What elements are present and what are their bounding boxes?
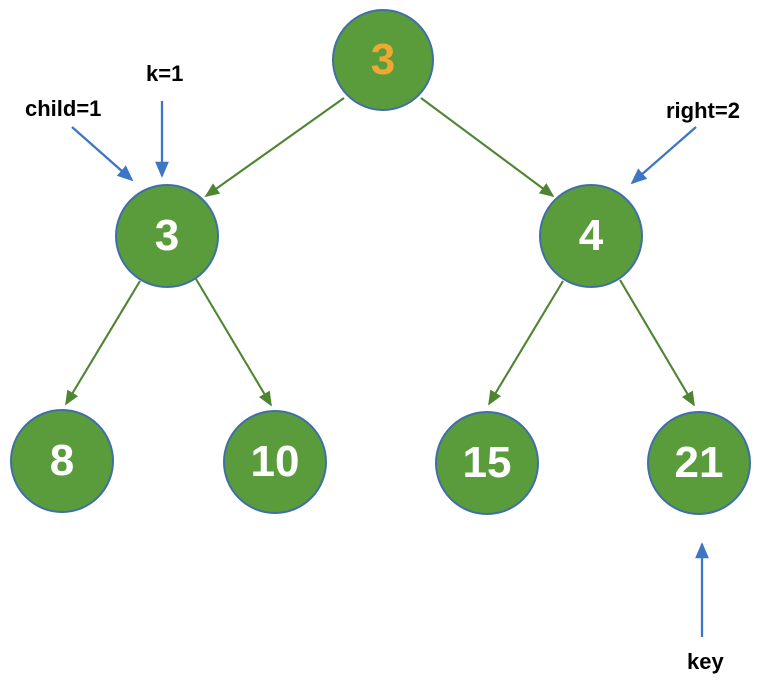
edge-left-child-to-leaf-8 (65, 280, 141, 406)
tree-node-left-child-value: 3 (154, 211, 180, 260)
edge-left-child-to-leaf-10 (195, 278, 272, 407)
annotation-label-child: child=1 (25, 96, 102, 121)
annotation-label-right: right=2 (666, 98, 740, 123)
edge-root-to-right-child (420, 97, 555, 198)
tree-node-leaf-8-value: 8 (49, 436, 75, 485)
annotation-arrow-child (71, 126, 134, 182)
annotation-arrow-right (630, 126, 697, 185)
edge-right-child-to-leaf-21 (619, 279, 695, 407)
tree-node-leaf-21: 21 (647, 411, 751, 515)
tree-node-leaf-8: 8 (10, 409, 114, 513)
tree-node-leaf-15-value: 15 (462, 438, 512, 487)
tree-node-leaf-15: 15 (435, 411, 539, 515)
annotation-label-key: key (687, 649, 724, 674)
edge-root-to-left-child (204, 97, 345, 197)
tree-node-root-value: 3 (370, 35, 396, 84)
tree-node-right-child-value: 4 (578, 211, 604, 260)
tree-node-root: 3 (332, 9, 434, 111)
tree-node-left-child: 3 (115, 184, 219, 288)
tree-node-right-child: 4 (539, 184, 643, 288)
edge-right-child-to-leaf-15 (488, 280, 564, 406)
annotation-label-k: k=1 (146, 61, 184, 86)
tree-node-leaf-10: 10 (223, 410, 327, 514)
tree-node-leaf-10-value: 10 (250, 437, 300, 486)
tree-node-leaf-21-value: 21 (674, 438, 724, 487)
